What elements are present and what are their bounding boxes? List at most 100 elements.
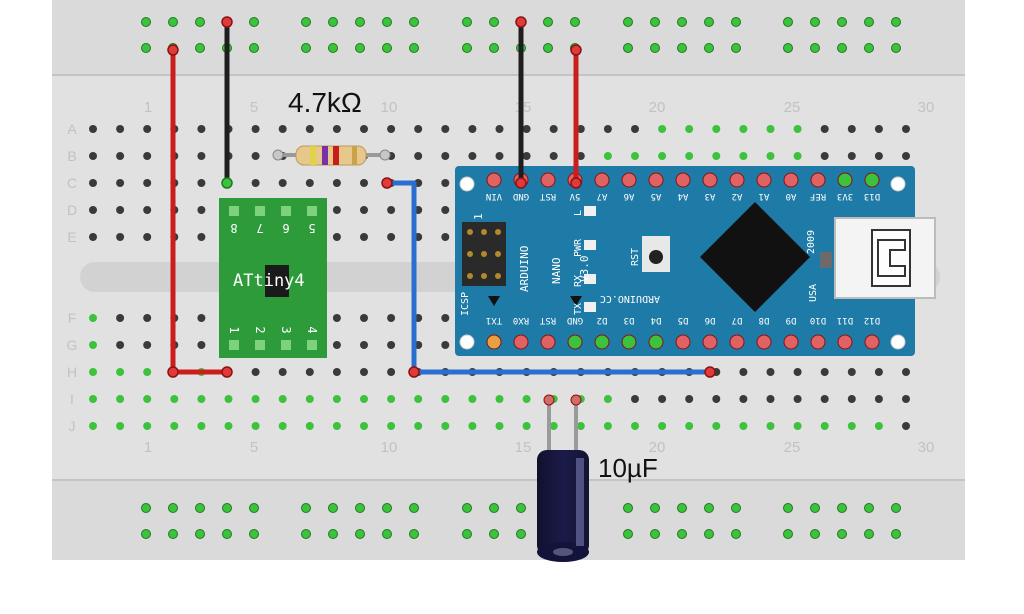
rail-hole [704,43,714,53]
nano-pin-pad [837,172,853,188]
rail-hole [864,43,874,53]
rail-hole [677,529,687,539]
breadboard-hole [631,152,639,160]
nano-pin-pad [540,334,556,350]
breadboard-hole [441,206,450,214]
rail-hole [837,503,847,513]
nano-year-text: 2009 [806,230,817,254]
power-rail-bottom [52,480,965,560]
breadboard-hole [766,368,775,376]
breadboard-hole [332,314,341,322]
rail-hole [704,503,714,513]
breadboard-hole [387,368,396,376]
rail-hole [623,503,633,513]
breadboard-hole [360,233,368,241]
breadboard-hole [360,368,368,376]
breadboard-hole [116,206,125,214]
nano-pin-label: RST [539,315,556,325]
nano-pin-label: RX0 [513,315,529,325]
breadboard-hole [360,314,368,322]
breadboard-hole [116,125,125,133]
breadboard-hole [712,125,721,133]
rail-hole [891,17,901,27]
breadboard-hole [820,368,829,376]
breadboard-hole [251,125,260,133]
breadboard-hole [143,206,152,214]
breadboard-hole [89,125,97,133]
rail-hole [462,529,472,539]
breadboard-hole [902,395,910,403]
column-number-top: 30 [918,99,935,116]
rail-hole [677,503,687,513]
rail-hole [301,503,311,513]
rail-hole [731,503,741,513]
reset-button-cap[interactable] [649,250,663,264]
rail-hole [543,43,553,53]
breadboard-hole [360,422,368,430]
breadboard-hole [414,125,423,133]
rail-hole [328,503,338,513]
rail-hole [623,43,633,53]
rail-hole [249,17,259,27]
row-letter: D [67,202,77,218]
attiny-pin-label: 1 [227,326,241,333]
breadboard-hole [116,422,125,430]
breadboard-hole [793,368,802,376]
rail-hole [462,17,472,27]
rail-hole [810,503,820,513]
breadboard-hole [197,206,206,214]
attiny-pin-label: 2 [253,326,267,333]
breadboard-hole [360,341,368,349]
rail-hole [810,17,820,27]
rail-hole [489,17,499,27]
led-label-l: L [573,210,584,216]
breadboard-hole [712,422,721,430]
breadboard-hole [414,422,423,430]
breadboard-hole [902,152,910,160]
breadboard-hole [170,422,179,430]
breadboard-hole [332,368,341,376]
nano-model-text: NANO [550,258,563,285]
rail-hole [141,503,151,513]
rail-hole [409,503,419,513]
rail-hole [864,17,874,27]
breadboard-hole [197,152,206,160]
column-number-bottom: 10 [381,439,398,456]
rail-hole [543,17,553,27]
nano-pin-pad [702,334,718,350]
nano-board-text: ARDUINO [518,246,531,292]
nano-icsp-pin-one: 1 [472,213,485,220]
rail-hole [409,43,419,53]
nano-pin-label: D12 [864,315,880,325]
breadboard-hole [495,152,504,160]
nano-site-text: ARDUINO.CC [600,293,660,304]
rail-hole [516,529,526,539]
breadboard-hole [874,422,883,430]
rail-hole [301,43,311,53]
breadboard-hole [305,368,314,376]
rail-hole [677,17,687,27]
rail-hole [864,503,874,513]
breadboard-hole [603,152,612,160]
rail-hole [489,503,499,513]
breadboard-hole [89,314,97,322]
breadboard-hole [603,125,612,133]
attiny-pin-label: 4 [305,326,319,333]
rail-hole [677,43,687,53]
breadboard-hole [820,152,829,160]
breadboard-hole [197,341,206,349]
row-letter: H [67,364,77,380]
breadboard-hole [387,314,396,322]
rail-hole [141,529,151,539]
breadboard-hole [360,206,368,214]
attiny-pin-label: 5 [308,221,315,235]
breadboard-hole [197,179,206,187]
rail-hole [837,529,847,539]
nano-pin-label: 3V3 [837,191,853,201]
nano-icsp-text: ICSP [460,292,471,316]
breadboard-hole [549,422,558,430]
nano-pin-label: D8 [759,315,770,325]
nano-usb-text: USA [808,284,819,302]
nano-pin-pad [729,172,745,188]
breadboard-hole [820,125,829,133]
